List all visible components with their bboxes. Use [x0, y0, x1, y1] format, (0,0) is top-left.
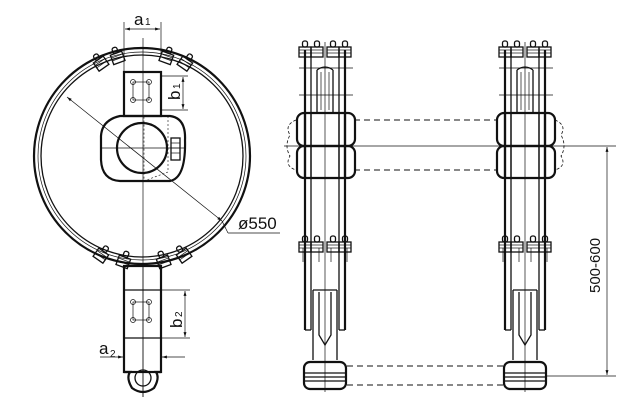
ring-outer	[32, 46, 252, 266]
svg-text:1: 1	[172, 83, 183, 89]
dimension-height: 500-600	[545, 147, 616, 377]
pole-break-right	[554, 119, 565, 171]
side-view: 500-600	[284, 41, 616, 392]
dimension-a2: a 2	[99, 339, 185, 360]
dimension-b1: b 1	[161, 75, 188, 111]
pole-break-left	[286, 119, 297, 171]
dimension-b2: b 2	[161, 289, 190, 339]
top-bracket	[122, 70, 163, 118]
svg-text:b: b	[165, 91, 184, 100]
clamp-assembly-right	[497, 41, 555, 392]
svg-text:a: a	[134, 10, 144, 29]
svg-text:1: 1	[145, 17, 151, 28]
dimension-diameter: ø550	[66, 96, 280, 234]
svg-text:2: 2	[174, 311, 185, 317]
clamp-assembly-left	[297, 41, 355, 392]
bottom-eye	[124, 370, 161, 394]
dimension-a1: a 1	[123, 10, 162, 72]
ring-inner	[37, 51, 247, 261]
front-view: a 1 b 1 ø550 b 2	[32, 10, 280, 397]
bottom-bracket	[122, 264, 163, 374]
svg-text:ø550: ø550	[238, 214, 277, 233]
svg-text:b: b	[167, 319, 186, 328]
svg-text:500-600: 500-600	[587, 238, 604, 293]
svg-text:a: a	[99, 339, 109, 358]
svg-text:2: 2	[110, 349, 116, 360]
